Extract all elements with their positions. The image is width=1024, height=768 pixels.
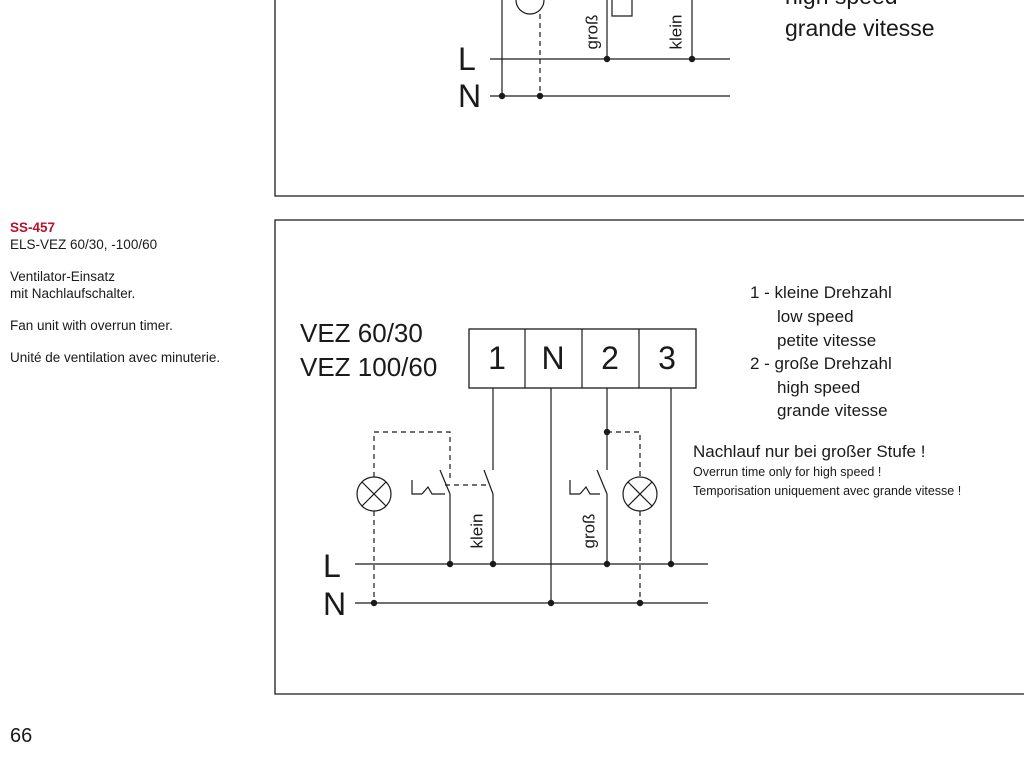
note-german: Nachlauf nur bei großer Stufe ! xyxy=(693,442,925,461)
terminal-1: 1 xyxy=(488,340,506,376)
top-junction xyxy=(603,55,611,63)
top-junction xyxy=(536,92,544,100)
top-legend-line-1: high speed xyxy=(785,0,898,9)
lamp-low-speed-cross xyxy=(361,481,387,507)
description-english: Fan unit with overrun timer. xyxy=(10,318,173,333)
terminal-2: 2 xyxy=(601,340,619,376)
description-german-line-2: mit Nachlaufschalter. xyxy=(10,286,136,301)
top-label-klein: klein xyxy=(666,15,685,50)
legend-line-5: high speed xyxy=(777,378,860,397)
main-wiring-diagram: VEZ 60/30 VEZ 100/60 1 N 2 3 xyxy=(274,219,1024,695)
model-label-line-1: VEZ 60/30 xyxy=(300,318,423,348)
junction xyxy=(547,599,555,607)
terminal-n: N xyxy=(541,340,564,376)
junction xyxy=(667,560,675,568)
note-english: Overrun time only for high speed ! xyxy=(693,465,881,479)
top-diagram-frame xyxy=(274,0,1024,197)
top-junction xyxy=(688,55,696,63)
top-lamp-symbol xyxy=(515,0,545,15)
description-german-line-1: Ventilator-Einsatz xyxy=(10,269,116,284)
junction xyxy=(446,560,454,568)
label-line-l: L xyxy=(323,548,341,584)
junction xyxy=(636,599,644,607)
note-french: Temporisation uniquement avec grande vit… xyxy=(693,484,961,498)
lamp-high-speed-cross xyxy=(627,481,653,507)
description-german: Ventilator-Einsatz mit Nachlaufschalter. xyxy=(10,268,265,302)
top-label-n: N xyxy=(458,78,481,114)
legend-line-1: 1 - kleine Drehzahl xyxy=(750,283,892,302)
legend-line-6: grande vitesse xyxy=(777,401,888,420)
top-legend-line-2: grande vitesse xyxy=(785,15,935,41)
junction xyxy=(489,560,497,568)
legend-line-4: 2 - große Drehzahl xyxy=(750,354,892,373)
product-description: SS-457 ELS-VEZ 60/30, -100/60 Ventilator… xyxy=(10,219,265,381)
product-model: ELS-VEZ 60/30, -100/60 xyxy=(10,237,158,252)
label-line-n: N xyxy=(323,586,346,622)
description-french: Unité de ventilation avec minuterie. xyxy=(10,350,221,365)
junction xyxy=(370,599,378,607)
top-switch-link xyxy=(611,0,633,17)
page-number: 66 xyxy=(10,725,33,747)
switch-high-speed-contact xyxy=(596,469,608,495)
top-wiring-diagram: groß klein L N high speed grande vitesse xyxy=(274,0,1024,197)
switch-low-speed-contact-2 xyxy=(483,469,494,495)
legend-line-2: low speed xyxy=(777,307,854,326)
terminal-3: 3 xyxy=(658,340,676,376)
main-diagram-frame xyxy=(274,219,1024,695)
model-label-line-2: VEZ 100/60 xyxy=(300,352,437,382)
right-dashed-wire xyxy=(607,431,641,477)
junction xyxy=(603,428,611,436)
switch-low-speed-contact xyxy=(439,469,451,495)
junction xyxy=(603,560,611,568)
product-code: SS-457 xyxy=(10,220,56,235)
label-gross: groß xyxy=(579,514,598,549)
top-junction xyxy=(498,92,506,100)
top-label-gross: groß xyxy=(582,15,601,50)
switch-high-speed-timer xyxy=(569,480,600,495)
legend-line-3: petite vitesse xyxy=(777,331,876,350)
switch-low-speed-timer xyxy=(411,480,445,495)
top-label-l: L xyxy=(458,41,476,77)
left-dashed-wire xyxy=(373,431,451,480)
label-klein: klein xyxy=(467,514,486,549)
